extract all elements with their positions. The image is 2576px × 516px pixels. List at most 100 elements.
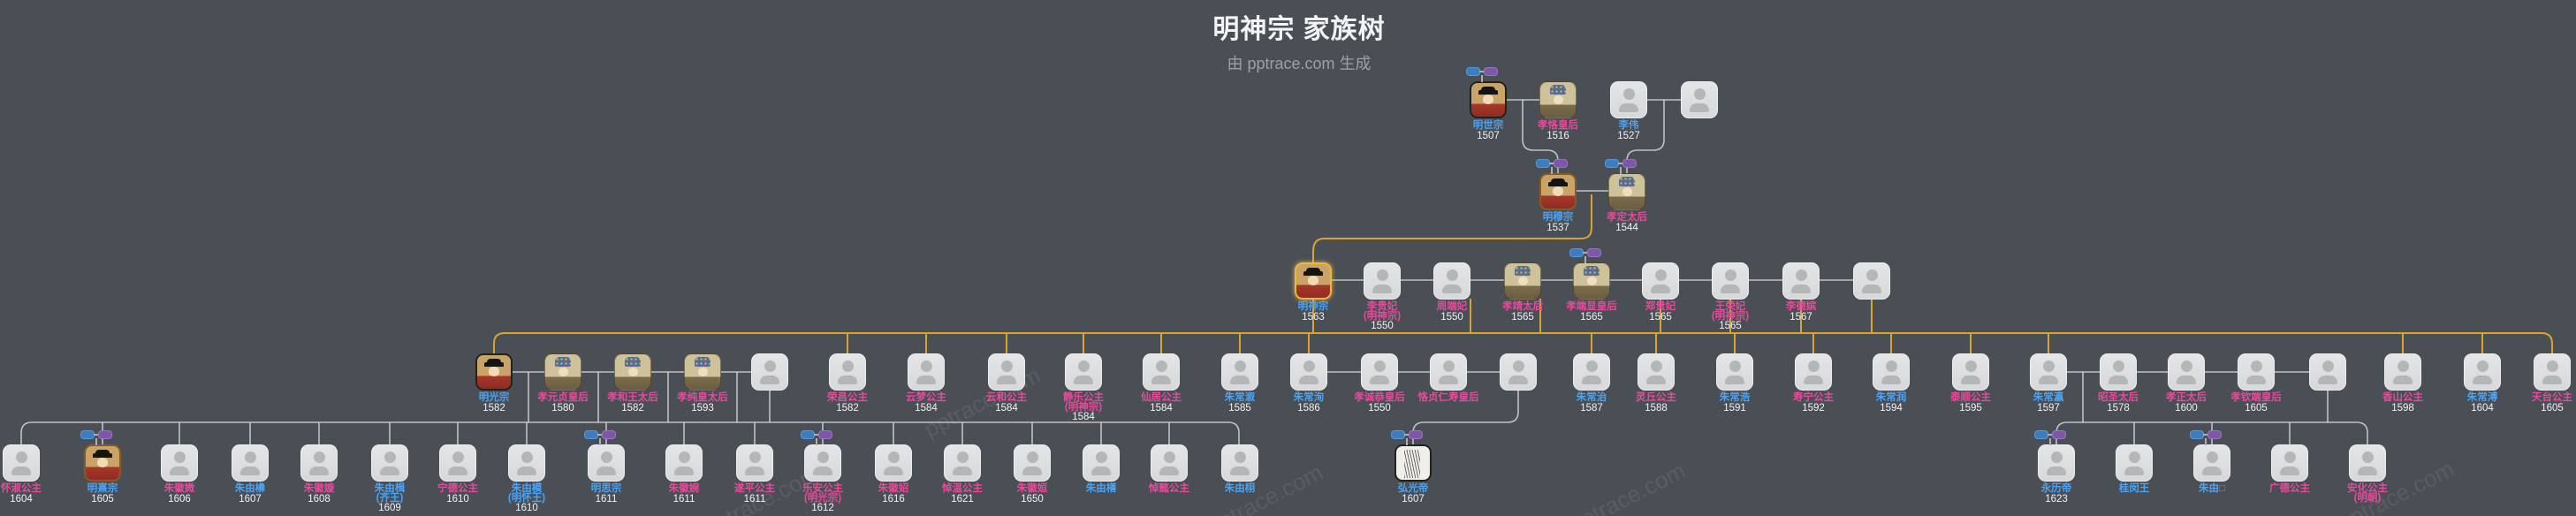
person-avatar[interactable] xyxy=(1573,353,1610,391)
person-avatar[interactable] xyxy=(588,444,625,482)
male-chip-icon[interactable] xyxy=(1536,159,1550,168)
person-avatar[interactable] xyxy=(232,444,269,482)
person-avatar[interactable] xyxy=(1364,262,1401,300)
person-avatar[interactable] xyxy=(1853,262,1890,300)
person-avatar[interactable] xyxy=(1610,81,1647,118)
person-avatar[interactable] xyxy=(1361,353,1398,391)
person-avatar[interactable] xyxy=(1952,353,1989,391)
person-avatar[interactable] xyxy=(2464,353,2501,391)
person-avatar[interactable] xyxy=(736,444,773,482)
person-placeholder-icon xyxy=(760,376,779,384)
person-avatar[interactable] xyxy=(751,353,788,391)
person-avatar[interactable] xyxy=(2168,353,2205,391)
person-label: 朱由㰘 1607 xyxy=(210,484,290,504)
person-avatar[interactable] xyxy=(2271,444,2308,482)
person-avatar[interactable] xyxy=(1065,353,1102,391)
person-label: 云梦公主 1584 xyxy=(886,393,966,413)
chip-link-line xyxy=(1404,434,1410,436)
person-avatar[interactable] xyxy=(1433,262,1470,300)
person-label: 朱常溆 1585 xyxy=(1200,393,1280,413)
female-chip-icon[interactable] xyxy=(1587,248,1601,257)
person-avatar[interactable] xyxy=(475,353,513,391)
person-avatar[interactable] xyxy=(1716,353,1753,391)
person-placeholder-icon xyxy=(15,452,27,463)
person-avatar[interactable] xyxy=(161,444,198,482)
person-placeholder-icon xyxy=(1372,285,1392,293)
person-avatar[interactable] xyxy=(908,353,945,391)
person-avatar[interactable] xyxy=(2100,353,2137,391)
female-chip-icon[interactable] xyxy=(818,430,832,439)
person-avatar[interactable] xyxy=(944,444,981,482)
female-chip-icon[interactable] xyxy=(602,430,616,439)
male-chip-icon[interactable] xyxy=(801,430,815,439)
female-chip-icon[interactable] xyxy=(1554,159,1568,168)
person-avatar[interactable] xyxy=(829,353,866,391)
female-chip-icon[interactable] xyxy=(2052,430,2066,439)
person-avatar[interactable] xyxy=(1873,353,1910,391)
female-chip-icon[interactable] xyxy=(2207,430,2222,439)
person-avatar[interactable] xyxy=(1712,262,1749,300)
person-avatar[interactable] xyxy=(1221,353,1258,391)
person-avatar[interactable] xyxy=(1681,81,1718,118)
person-avatar[interactable] xyxy=(1782,262,1820,300)
person-avatar[interactable] xyxy=(1638,353,1675,391)
person-avatar[interactable] xyxy=(1608,173,1645,210)
person-avatar[interactable] xyxy=(2038,444,2075,482)
person-avatar[interactable] xyxy=(1143,353,1180,391)
chip-drop-line xyxy=(599,438,601,445)
person-node: 乐安公主 (明光宗) 1612 xyxy=(783,430,862,513)
male-chip-icon[interactable] xyxy=(80,430,95,439)
person-avatar[interactable] xyxy=(1539,173,1577,210)
male-chip-icon[interactable] xyxy=(2190,430,2204,439)
person-avatar[interactable] xyxy=(665,444,703,482)
person-avatar[interactable] xyxy=(614,353,651,391)
person-avatar[interactable] xyxy=(84,444,121,482)
person-avatar[interactable] xyxy=(2534,353,2571,391)
person-avatar[interactable] xyxy=(1151,444,1188,482)
person-avatar[interactable] xyxy=(1573,262,1610,300)
person-avatar[interactable] xyxy=(1504,262,1541,300)
person-avatar[interactable] xyxy=(1470,81,1507,118)
male-chip-icon[interactable] xyxy=(584,430,598,439)
person-avatar[interactable] xyxy=(2309,353,2346,391)
female-chip-icon[interactable] xyxy=(1484,67,1498,76)
male-chip-icon[interactable] xyxy=(2034,430,2048,439)
female-chip-icon[interactable] xyxy=(1409,430,1423,439)
person-avatar[interactable] xyxy=(1083,444,1120,482)
person-avatar[interactable] xyxy=(875,444,912,482)
person-avatar[interactable] xyxy=(1795,353,1832,391)
person-avatar[interactable] xyxy=(988,353,1025,391)
person-avatar[interactable] xyxy=(2384,353,2421,391)
person-avatar[interactable] xyxy=(1642,262,1679,300)
female-chip-icon[interactable] xyxy=(1622,159,1637,168)
person-avatar[interactable] xyxy=(1539,81,1577,118)
person-avatar[interactable] xyxy=(684,353,721,391)
person-avatar[interactable] xyxy=(1430,353,1467,391)
person-avatar[interactable] xyxy=(1394,444,1432,482)
person-avatar[interactable] xyxy=(508,444,545,482)
male-chip-icon[interactable] xyxy=(1569,248,1584,257)
male-chip-icon[interactable] xyxy=(1466,67,1480,76)
person-avatar[interactable] xyxy=(544,353,581,391)
person-avatar[interactable] xyxy=(804,444,841,482)
person-birth-year: 1610 xyxy=(515,503,538,513)
person-avatar[interactable] xyxy=(371,444,408,482)
male-chip-icon[interactable] xyxy=(1391,430,1405,439)
person-avatar[interactable] xyxy=(2116,444,2153,482)
female-chip-icon[interactable] xyxy=(98,430,112,439)
person-avatar[interactable] xyxy=(2193,444,2230,482)
person-avatar[interactable] xyxy=(1295,262,1332,300)
person-avatar[interactable] xyxy=(1500,353,1537,391)
person-avatar[interactable] xyxy=(300,444,338,482)
person-avatar[interactable] xyxy=(2349,444,2386,482)
person-birth-year: 1565 xyxy=(1511,311,1534,322)
person-avatar[interactable] xyxy=(3,444,40,482)
person-avatar[interactable] xyxy=(2238,353,2275,391)
male-chip-icon[interactable] xyxy=(1605,159,1619,168)
person-avatar[interactable] xyxy=(2030,353,2067,391)
person-avatar[interactable] xyxy=(1014,444,1051,482)
person-avatar[interactable] xyxy=(1290,353,1327,391)
person-name: 桂闵王 xyxy=(2118,483,2150,494)
person-avatar[interactable] xyxy=(1221,444,1258,482)
person-avatar[interactable] xyxy=(439,444,476,482)
